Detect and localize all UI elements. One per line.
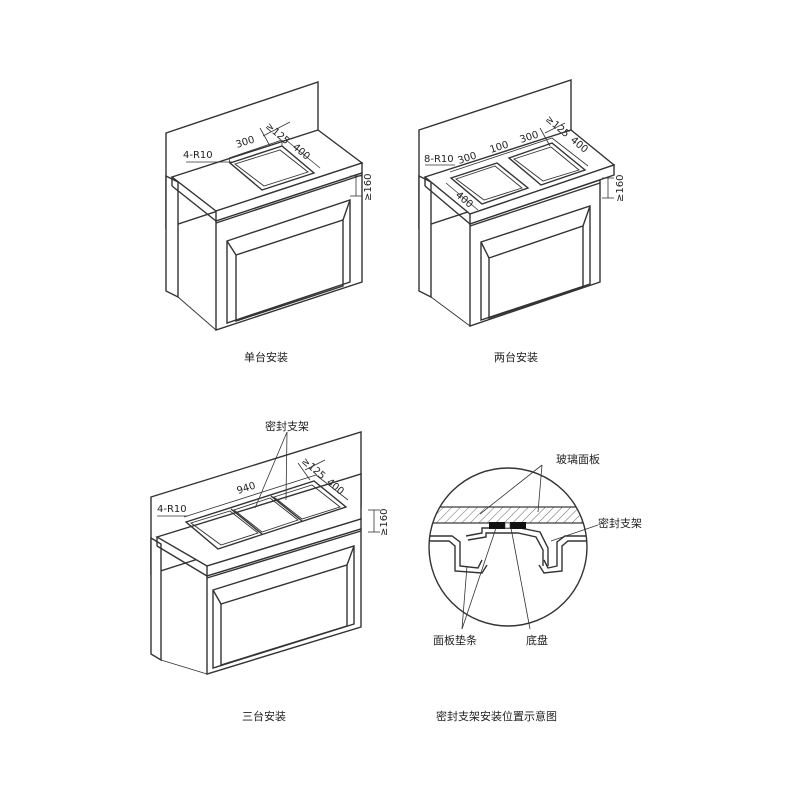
- single-install-drawing: [165, 81, 364, 331]
- triple-caption: 三台安装: [242, 709, 286, 723]
- double-height-dim: ≥160: [615, 175, 626, 202]
- triple-bracket-label: 密封支架: [265, 419, 309, 433]
- tray-profile: [430, 535, 483, 569]
- single-caption: 单台安装: [244, 350, 288, 364]
- seal-detail-drawing: [428, 464, 599, 630]
- triple-install-drawing: [150, 431, 380, 675]
- panel-gasket: [510, 522, 526, 529]
- double-radius-label: 8-R10: [424, 154, 454, 165]
- single-radius-label: 4-R10: [183, 150, 213, 161]
- single-height-dim: ≥160: [363, 174, 374, 201]
- seal-bracket-label: 密封支架: [598, 516, 642, 530]
- triple-height-dim: ≥160: [379, 509, 390, 536]
- side-panel: [418, 174, 432, 299]
- panel-gasket-label: 面板垫条: [433, 633, 477, 647]
- cabinet-body: [206, 528, 362, 675]
- seal-caption: 密封支架安装位置示意图: [436, 709, 557, 723]
- seal-bracket: [270, 495, 303, 522]
- triple-radius-label: 4-R10: [157, 504, 187, 515]
- cabinet-body: [469, 179, 601, 327]
- double-install-drawing: [418, 79, 616, 327]
- hob-cutout: [228, 145, 316, 191]
- side-panel: [165, 174, 179, 299]
- seal-bracket: [230, 508, 263, 535]
- tray-label: 底盘: [526, 633, 548, 647]
- hob-cutout-long: [184, 480, 348, 550]
- hob-cutout-right: [507, 142, 587, 186]
- panel-gasket: [489, 522, 505, 529]
- glass-panel-label: 玻璃面板: [556, 452, 600, 466]
- countertop-edge: [469, 164, 615, 225]
- glass-panel: [429, 506, 587, 524]
- double-caption: 两台安装: [494, 350, 538, 364]
- hob-cutout-left: [449, 162, 530, 205]
- detail-circle: [428, 467, 588, 627]
- side-panel: [150, 536, 162, 662]
